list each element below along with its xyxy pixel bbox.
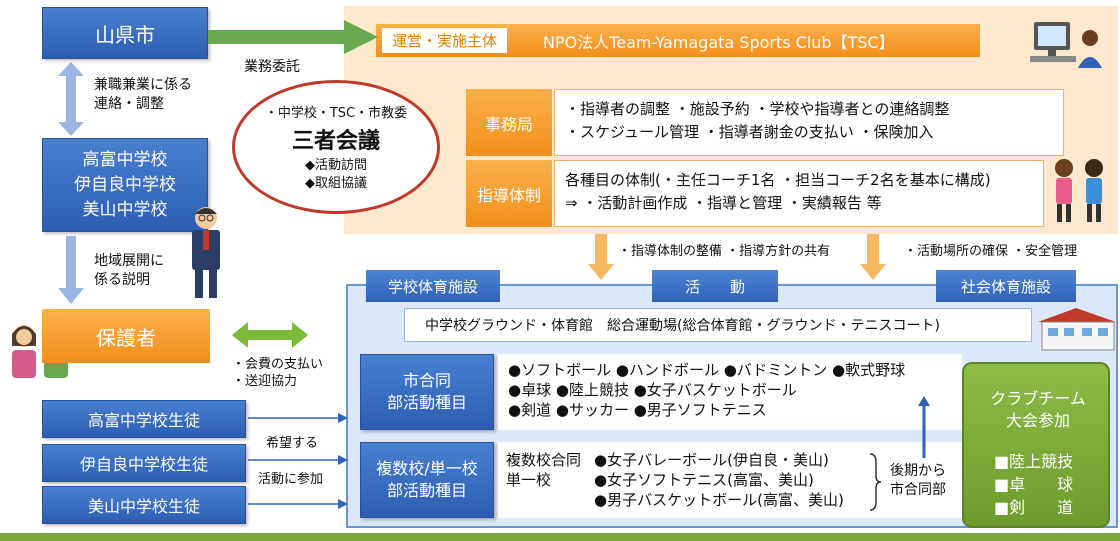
down-arrow-1 [58,236,84,304]
meeting-ellipse: ・中学校・TSC・市教委 三者会議 ◆活動訪問 ◆取組協議 [232,80,440,214]
building-icon [1032,304,1118,352]
guardians-arrow [232,322,308,348]
teacher-icon [186,204,226,300]
tsc-name: NPO法人Team-Yamagata Sports Club【TSC】 [543,32,895,52]
school-facility-tab: 学校体育施設 [366,270,500,302]
student-arrows [248,404,348,516]
office-text: ・指導者の調整 ・施設予約 ・学校や指導者との連絡調整 ・スケジュール管理 ・指… [554,89,1064,156]
multi-bracket [868,452,882,512]
student-label-miyama: 美山中学校生徒 [87,497,200,516]
office-label: 事務局 [466,89,552,156]
student-box-miyama: 美山中学校生徒 [42,486,246,524]
flow-left-label: ・指導体制の整備 ・指導方針の共有 [618,244,831,259]
activity-tab: 活 動 [652,270,778,302]
multi-box [498,442,962,518]
multi-items: ●女子バレーボール(伊自良・美山) ●女子ソフトテニス(高富、美山) ●男子バス… [594,451,844,509]
joint-items: ●ソフトボール ●ハンドボール ●バドミントン ●軟式野球 ●卓球 ●陸上競技 … [498,354,962,430]
student-box-ijira: 伊自良中学校生徒 [42,444,246,482]
flow-arrow-left [588,234,614,280]
meeting-members: ・中学校・TSC・市教委 [264,105,408,121]
computer-user-icon [1030,16,1108,74]
tsc-role: 運営・実施主体 [382,28,508,53]
later-label: 後期から 市合同部 [890,463,946,498]
coach-text: 各種目の体制(・主任コーチ1名 ・担当コーチ2名を基本に構成) ⇒ ・活動計画作… [554,160,1044,227]
flow-right-label: ・活動場所の確保 ・安全管理 [904,244,1078,259]
guardians-label: 保護者 [96,325,156,350]
schools-box: 高富中学校 伊自良中学校 美山中学校 [42,138,208,232]
bottom-rule [0,533,1120,541]
club-title: クラブチーム 大会参加 [990,389,1086,430]
guardians-box: 保護者 [42,309,210,363]
coaches-icon [1046,154,1112,226]
dual-job-label: 兼職兼業に係る 連絡・調整 [94,77,192,112]
wish-label: 希望する [266,436,319,451]
club-items: ■陸上競技 ■卓 球 ■剣 道 [994,452,1074,517]
city-label: 山県市 [95,22,155,47]
student-label-takatomi: 高富中学校生徒 [87,411,200,430]
tsc-header-bar: 運営・実施主体 NPO法人Team-Yamagata Sports Club【T… [376,24,980,57]
coach-label: 指導体制 [466,160,552,227]
meeting-title: 三者会議 [291,128,380,154]
join-label: 活動に参加 [258,472,324,487]
later-up-arrow [918,396,930,458]
consign-arrow [208,20,378,54]
venues-text: 中学校グラウンド・体育館 総合運動場(総合体育館・グラウンド・テニスコート) [425,318,940,334]
consign-label: 業務委託 [244,59,300,75]
student-box-takatomi: 高富中学校生徒 [42,400,246,438]
city-box: 山県市 [42,7,208,59]
updown-arrow-1 [58,62,84,136]
fees-label: ・会費の支払い ・送迎協力 [232,357,324,389]
multi-label: 複数校/単一校 部活動種目 [360,442,494,518]
student-label-ijira: 伊自良中学校生徒 [79,455,208,474]
explain-label: 地域展開に 係る説明 [94,253,164,288]
club-box: クラブチーム 大会参加 ■陸上競技 ■卓 球 ■剣 道 [962,362,1110,528]
venues-bar: 中学校グラウンド・体育館 総合運動場(総合体育館・グラウンド・テニスコート) [404,308,1032,342]
joint-label: 市合同 部活動種目 [360,354,494,430]
multi-type: 複数校合同 単一校 [506,451,582,489]
meeting-items: ◆活動訪問 ◆取組協議 [305,157,367,191]
flow-arrow-right [860,234,886,280]
social-facility-tab: 社会体育施設 [936,270,1076,302]
